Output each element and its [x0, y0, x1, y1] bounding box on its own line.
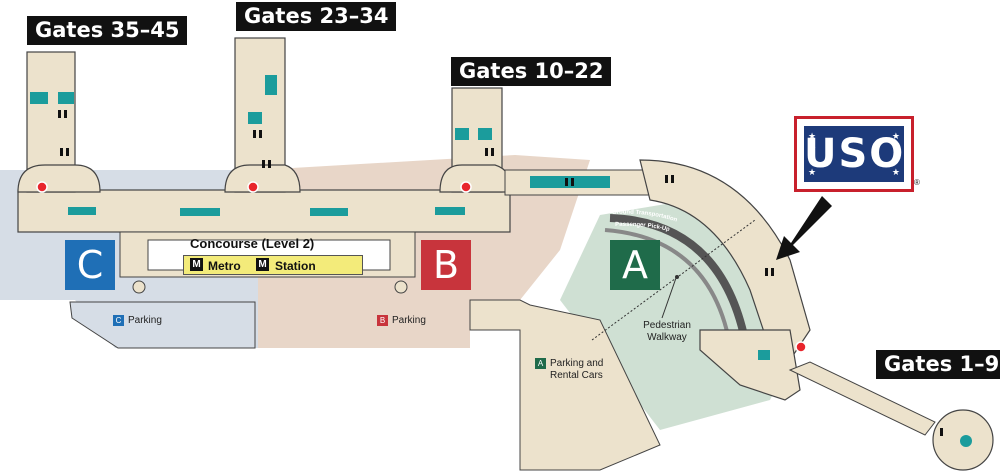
- uso-logo-inner: ★★★★ ★★★★ USO: [804, 126, 904, 182]
- metro-station-bar: M Metro M Station: [183, 255, 363, 275]
- shop-block: [58, 92, 74, 104]
- gates-10-22-label: Gates 10–22: [451, 57, 612, 86]
- parking-lot-c: [69, 301, 256, 349]
- rotunda-c-south: [17, 164, 101, 193]
- parking-c-label: C Parking: [113, 315, 162, 326]
- shop-block: [248, 112, 262, 124]
- location-pin-icon: [795, 341, 807, 353]
- terminal-b-badge: B: [421, 240, 471, 290]
- parking-a-text: Parking and Rental Cars: [550, 358, 604, 381]
- terminal-a-arc-inner-2: [604, 228, 732, 346]
- star-icon: ★★★★: [808, 131, 817, 177]
- shop-block: [478, 128, 492, 140]
- escalator-icon: [394, 280, 408, 294]
- connector-shops: [530, 176, 610, 188]
- rotunda-c-north: [224, 164, 301, 193]
- main-concourse: [17, 189, 511, 233]
- shop-block: [758, 350, 770, 360]
- star-icon: ★★★★: [891, 131, 900, 177]
- metro-icon: M: [190, 258, 203, 271]
- parking-lot-b: [258, 302, 470, 348]
- parking-b-label: B Parking: [377, 315, 426, 326]
- walkway-pointer: [661, 277, 677, 319]
- location-pin-icon: [36, 181, 48, 193]
- terminal-c-badge: C: [65, 240, 115, 290]
- terminal-a-badge: A: [610, 240, 660, 290]
- location-pin-icon: [247, 181, 259, 193]
- walkway-point: [675, 275, 679, 279]
- shop-block: [68, 207, 96, 215]
- pedestrian-walkway-label: Pedestrian Walkway: [643, 320, 691, 343]
- gates-35-45-label: Gates 35–45: [27, 16, 188, 45]
- shop-block: [180, 208, 220, 216]
- shop-block: [30, 92, 48, 104]
- gates-1-9-label: Gates 1–9: [876, 350, 1000, 379]
- parking-c-badge: C: [113, 315, 124, 326]
- shop-block: [310, 208, 348, 216]
- parking-c-text: Parking: [128, 315, 162, 327]
- escalator-icon: [132, 280, 146, 294]
- uso-registered-mark: ®: [914, 178, 920, 187]
- rotunda-b: [439, 164, 513, 193]
- uso-logo: ★★★★ ★★★★ USO: [794, 116, 914, 192]
- parking-b-badge: B: [377, 315, 388, 326]
- metro-label: Metro: [208, 259, 241, 273]
- concourse-title: Concourse (Level 2): [190, 236, 315, 251]
- arrow-icon: [776, 196, 832, 260]
- shop-block: [455, 128, 469, 140]
- pedestrian-walkway-line: [591, 219, 756, 341]
- terminal-a-south: [699, 329, 801, 401]
- rotunda-a-core: [960, 435, 972, 447]
- parking-lot-a: [469, 299, 661, 471]
- shop-block: [265, 75, 277, 95]
- shop-block: [435, 207, 465, 215]
- terminal-a-arc-inner: [609, 214, 749, 341]
- station-label: Station: [275, 259, 316, 273]
- pier-a: [788, 361, 936, 436]
- parking-a-badge: A: [535, 358, 546, 369]
- gates-23-34-label: Gates 23–34: [236, 2, 397, 31]
- uso-text: USO: [804, 131, 906, 177]
- location-pin-icon: [460, 181, 472, 193]
- parking-a-label: A Parking and Rental Cars: [535, 358, 603, 382]
- metro-icon: M: [256, 258, 269, 271]
- parking-b-text: Parking: [392, 315, 426, 327]
- restroom-icon: [58, 110, 943, 436]
